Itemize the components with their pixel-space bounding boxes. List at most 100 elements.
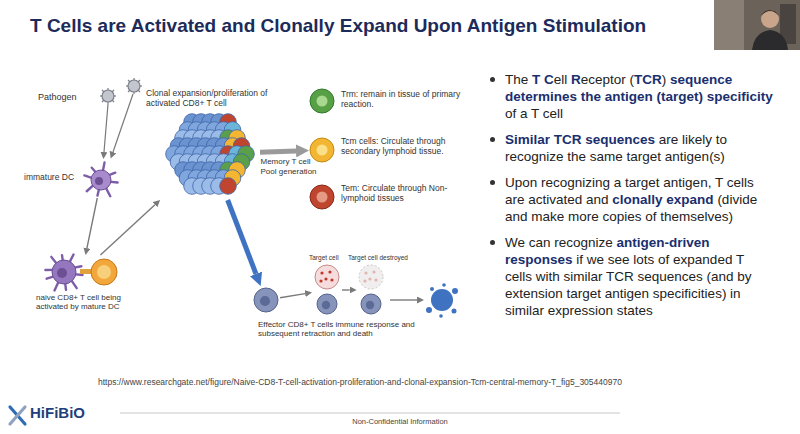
text-run: TCR (634, 72, 662, 87)
bullet-text: Upon recognizing a target antigen, T cel… (505, 174, 773, 225)
text-run: R (571, 72, 581, 87)
cell-node: Target cell destroyed (356, 264, 386, 316)
t-cell (254, 288, 278, 312)
cell-shape (44, 255, 120, 289)
pathogen-icon (100, 78, 142, 104)
cell-node: immature DC (82, 162, 120, 198)
t-cell (361, 294, 381, 314)
bullet-item: We can recognize antigen-driven response… (490, 234, 788, 319)
cell-node: Tcm cells: Circulate through secondary l… (309, 137, 335, 163)
bullet-dot (490, 137, 495, 142)
granule (372, 270, 375, 273)
node-label: Tcm cells: Circulate through secondary l… (341, 137, 463, 157)
node-label: immature DC (24, 173, 80, 183)
granule (364, 271, 367, 274)
text-run: T (532, 72, 540, 87)
granule (319, 279, 322, 282)
granule (328, 270, 331, 273)
memory-cell (310, 89, 334, 113)
text-run (540, 72, 544, 87)
pathogen-arrow (113, 94, 133, 152)
text-run: We can recognize (505, 235, 617, 250)
cell-shape (160, 108, 260, 200)
dendritic-cell (52, 260, 76, 284)
text-run: clonally expand (612, 192, 713, 207)
target-cell (315, 265, 339, 289)
granule (363, 279, 366, 282)
node-label: Trm: remain in tissue of primary reactio… (341, 90, 463, 110)
nucleus (317, 145, 328, 156)
flow-arrow (87, 198, 97, 248)
cell-shape (309, 88, 335, 114)
pathogen-arrow (104, 104, 108, 152)
node-label: Target cell destroyed (348, 254, 418, 261)
node-label: naive CD8+ T cell being activated by mat… (36, 293, 148, 311)
granule (320, 271, 323, 274)
granule (374, 278, 377, 281)
flow-arrow (100, 205, 155, 255)
bullet-dot (490, 77, 495, 82)
clone-cell (220, 178, 237, 195)
bullet-dot (490, 240, 495, 245)
bullet-text: Similar TCR sequences are likely to reco… (505, 131, 773, 165)
text-run: of a T cell (505, 106, 563, 121)
nucleus (95, 177, 103, 185)
cell-shape (356, 264, 386, 316)
memory-cell (310, 185, 334, 209)
t-cell (317, 294, 337, 314)
node-label: Clonal expansion/proliferation of activa… (146, 89, 274, 109)
webcam-inset (714, 0, 800, 50)
cell-shape (252, 286, 280, 314)
cell-shape (309, 184, 335, 210)
granule (324, 277, 327, 280)
target-cell (359, 265, 383, 289)
note-label: Non-Confidential Information (330, 418, 470, 427)
note-label: HiFiBiO (30, 404, 85, 421)
memory-cell (310, 138, 334, 162)
text-run: Similar TCR sequences (505, 132, 655, 147)
cell-node: Effector CD8+ T cells immune response an… (252, 286, 280, 314)
nucleus (57, 268, 67, 278)
text-run: ) (662, 72, 670, 87)
granule (368, 277, 371, 280)
cell-node: Tem: Circulate through Non-lymphoid tiss… (309, 184, 335, 210)
logo-mark (10, 407, 25, 424)
bullet-text: We can recognize antigen-driven response… (505, 234, 773, 319)
edge-label: Memory T cell Pool generation (261, 157, 325, 175)
bullet-list: The T Cell Receptor (TCR) sequence deter… (490, 71, 788, 328)
footer-rule (120, 413, 620, 414)
nucleus (317, 96, 328, 107)
node-label: Tem: Circulate through Non-lymphoid tiss… (341, 184, 463, 204)
bullet-dot (490, 180, 495, 185)
node-label: Effector CD8+ T cells immune response an… (258, 320, 438, 338)
cell-node: Target cell (312, 264, 342, 316)
bullet-item: Similar TCR sequences are likely to reco… (490, 131, 788, 165)
slide-title: T Cells are Activated and Clonally Expan… (30, 15, 646, 37)
cell-cluster (166, 114, 255, 195)
nucleus (317, 192, 328, 203)
cell-node: naive CD8+ T cell being activated by mat… (44, 255, 120, 289)
flow-arrow (342, 289, 350, 290)
bullet-item: Upon recognizing a target antigen, T cel… (490, 174, 788, 225)
cell-shape (309, 137, 335, 163)
bullet-item: The T Cell Receptor (TCR) sequence deter… (490, 71, 788, 122)
cell-node: Clonal expansion/proliferation of activa… (160, 108, 260, 200)
cell-shape (82, 162, 120, 198)
bullet-text: The T Cell Receptor (TCR) sequence deter… (505, 71, 773, 122)
cell-shape (312, 264, 342, 316)
text-run: ell (554, 72, 571, 87)
note-label: https://www.researchgate.net/figure/Naiv… (98, 378, 622, 388)
nucleus (260, 296, 270, 306)
naive-t-cell (91, 259, 117, 285)
node-label: Target cell (309, 254, 353, 261)
dying-cell (426, 283, 458, 318)
text-run: The (505, 72, 532, 87)
granule (330, 278, 333, 281)
flow-arrow (280, 294, 305, 298)
text-run: C (544, 72, 554, 87)
cell-node: Trm: remain in tissue of primary reactio… (309, 88, 335, 114)
dendritic-cell (91, 170, 111, 190)
text-run: eceptor ( (581, 72, 634, 87)
